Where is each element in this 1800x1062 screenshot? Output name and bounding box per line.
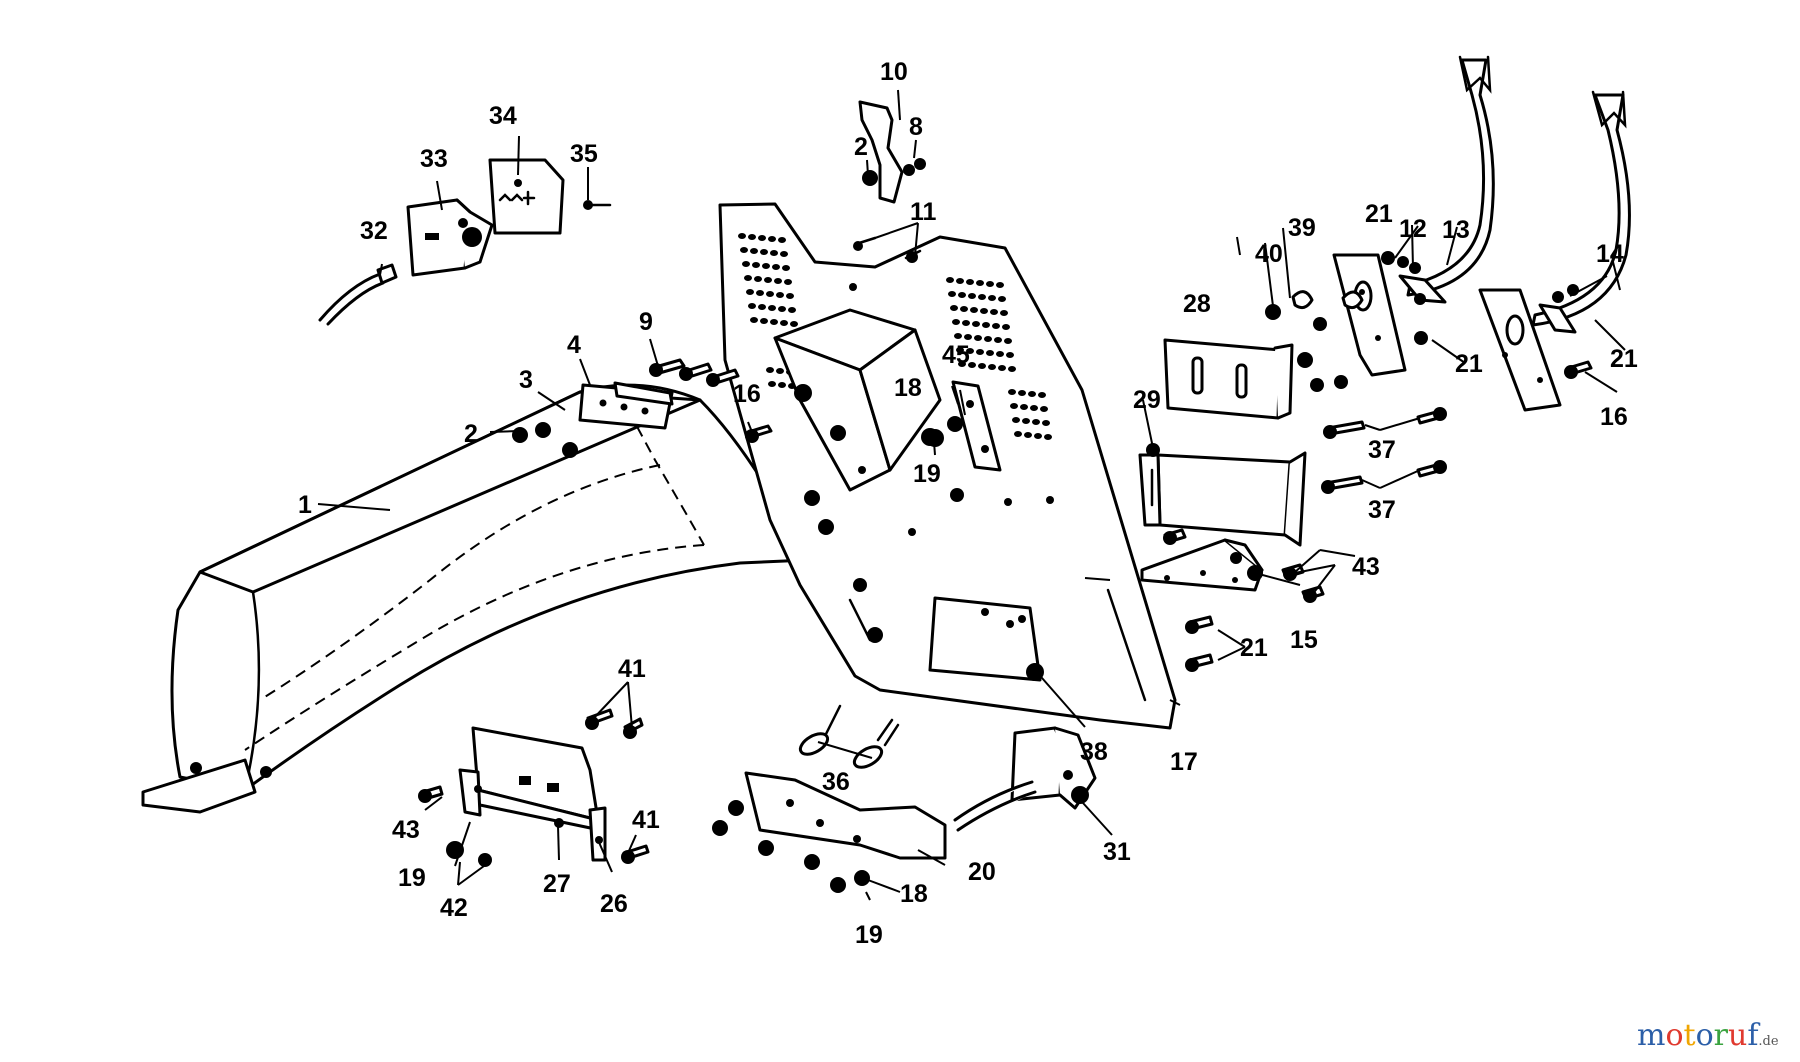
label-32: 32 xyxy=(360,217,388,245)
switch-assembly xyxy=(318,158,612,326)
label-1: 1 xyxy=(298,491,312,519)
label-39: 39 xyxy=(1288,214,1316,242)
label-2-top: 2 xyxy=(854,133,868,161)
plate-20 xyxy=(712,771,947,893)
label-33: 33 xyxy=(420,145,448,173)
label-43-left: 43 xyxy=(392,816,420,844)
connector-31 xyxy=(953,726,1097,832)
label-4: 4 xyxy=(567,331,581,359)
bracket-26 xyxy=(458,726,607,862)
label-17: 17 xyxy=(1170,748,1198,776)
bolts-21-bottom xyxy=(1185,615,1214,672)
bolt-16-left xyxy=(745,424,773,443)
bolts-37 xyxy=(1321,407,1447,494)
label-38: 38 xyxy=(1080,738,1108,766)
part-labels: 1 2 3 4 9 16 10 2 8 11 45 18 19 32 33 34… xyxy=(298,58,1638,949)
label-41-right: 41 xyxy=(632,806,660,834)
plate-15 xyxy=(1140,538,1264,592)
label-28: 28 xyxy=(1183,290,1211,318)
label-19-bottom: 19 xyxy=(855,921,883,949)
bracket-45 xyxy=(921,380,1002,472)
vent-holes-right xyxy=(946,277,1052,440)
label-31: 31 xyxy=(1103,838,1131,866)
motoruf-logo: motoruf.de xyxy=(1637,1018,1779,1053)
leader-lines xyxy=(317,89,1626,901)
label-40: 40 xyxy=(1255,240,1283,268)
label-37-bottom: 37 xyxy=(1368,496,1396,524)
label-35: 35 xyxy=(570,140,598,168)
label-12: 12 xyxy=(1399,215,1427,243)
label-11: 11 xyxy=(910,198,937,226)
label-16-left: 16 xyxy=(733,380,761,408)
label-42: 42 xyxy=(440,894,468,922)
label-37-top: 37 xyxy=(1368,436,1396,464)
plate-28 xyxy=(1163,338,1294,420)
fender xyxy=(141,383,810,814)
label-20: 20 xyxy=(968,858,996,886)
label-16-right: 16 xyxy=(1600,403,1628,431)
label-34: 34 xyxy=(489,102,517,130)
label-19-left: 19 xyxy=(398,864,426,892)
label-27: 27 xyxy=(543,870,571,898)
label-18: 18 xyxy=(894,374,922,402)
fender-bracket xyxy=(512,381,674,458)
label-21-bottom: 21 xyxy=(1240,634,1268,662)
bracket-29 xyxy=(1138,443,1307,547)
nuts-39-40 xyxy=(1265,290,1364,392)
label-21-right: 21 xyxy=(1455,350,1483,378)
label-26: 26 xyxy=(600,890,628,918)
label-10: 10 xyxy=(880,58,908,86)
label-19: 19 xyxy=(913,460,941,488)
label-36: 36 xyxy=(822,768,850,796)
label-41-top: 41 xyxy=(618,655,646,683)
label-29: 29 xyxy=(1133,386,1161,414)
bracket-10 xyxy=(858,100,926,204)
tubes xyxy=(1332,55,1631,412)
label-18-bottom: 18 xyxy=(900,880,928,908)
label-43-right: 43 xyxy=(1352,553,1380,581)
label-9: 9 xyxy=(639,308,653,336)
bolts-36 xyxy=(798,704,900,769)
label-45: 45 xyxy=(942,341,970,369)
bolts-9 xyxy=(649,358,740,387)
vent-holes-left xyxy=(738,233,804,389)
label-8: 8 xyxy=(909,113,923,141)
label-2: 2 xyxy=(464,420,478,448)
label-21-right2: 21 xyxy=(1610,345,1638,373)
label-3: 3 xyxy=(519,366,533,394)
label-14: 14 xyxy=(1596,240,1624,268)
label-15: 15 xyxy=(1290,626,1318,654)
back-plate xyxy=(718,202,1177,730)
svg-text:motoruf.de: motoruf.de xyxy=(1637,1018,1779,1053)
label-21-top: 21 xyxy=(1365,200,1393,228)
bolts-41 xyxy=(585,708,650,864)
label-13: 13 xyxy=(1442,216,1470,244)
